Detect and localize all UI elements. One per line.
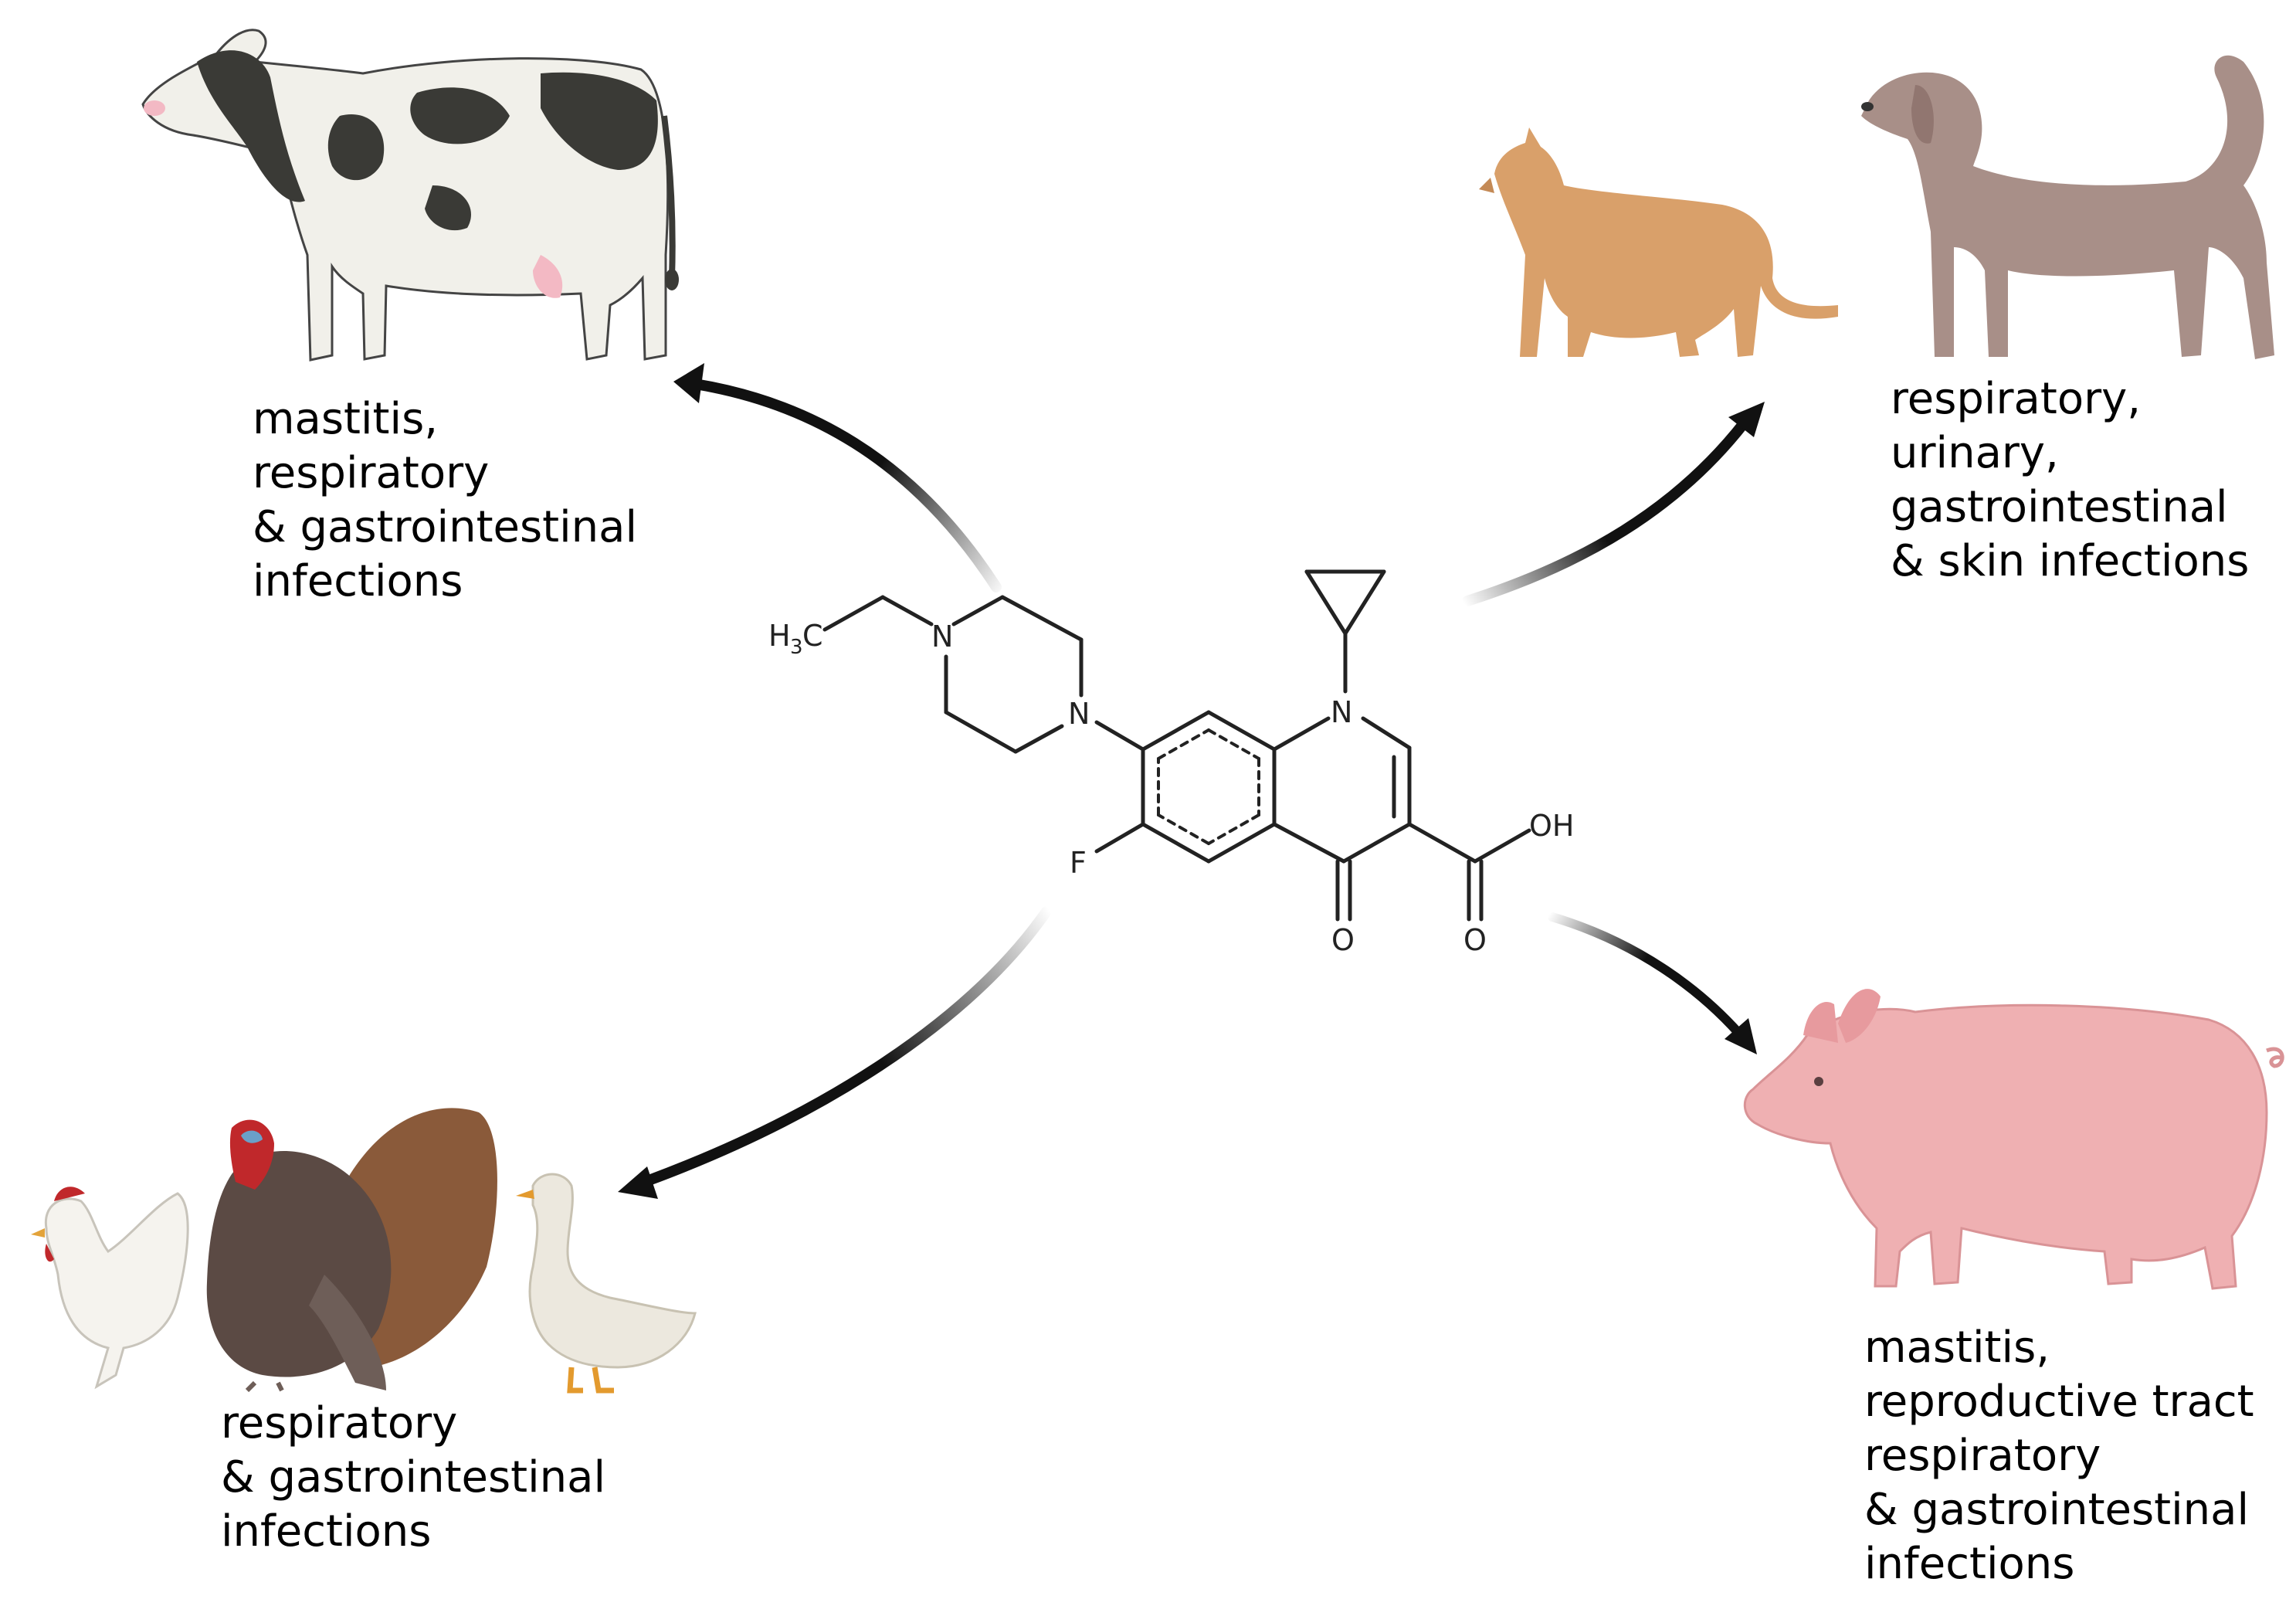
goose-icon (516, 1173, 697, 1394)
n-piperazine-top-label: N (931, 620, 953, 654)
cattle-line-2: respiratory (253, 448, 490, 498)
companion-line-3: gastrointestinal (1891, 482, 2228, 532)
cattle-line-1: mastitis, (253, 394, 439, 444)
n-quinolone-label: N (1331, 695, 1352, 729)
hydroxyl-label: OH (1529, 809, 1574, 843)
fluorine-label: F (1070, 846, 1087, 880)
methyl-h-label: H (768, 619, 791, 653)
companion-line-2: urinary, (1891, 428, 2059, 478)
arrow-to-poultry (618, 906, 1052, 1199)
swine-line-5: infections (1864, 1539, 2075, 1589)
swine-indications: mastitis, reproductive tract respiratory… (1864, 1321, 2254, 1591)
swine-line-1: mastitis, (1864, 1322, 2050, 1373)
companion-line-1: respiratory, (1891, 374, 2142, 424)
pig-icon (1743, 989, 2284, 1290)
turkey-icon (206, 1108, 497, 1393)
arrow-to-cattle (673, 363, 1002, 592)
companion-indications: respiratory, urinary, gastrointestinal &… (1891, 372, 2249, 589)
cattle-line-3: & gastrointestinal (253, 502, 638, 552)
swine-line-3: respiratory (1864, 1431, 2101, 1481)
poultry-line-1: respiratory (221, 1398, 458, 1448)
chicken-icon (31, 1187, 189, 1390)
methyl-c-label: C (802, 619, 823, 653)
cow-icon (141, 29, 679, 362)
poultry-indications: respiratory & gastrointestinal infection… (221, 1397, 605, 1559)
n-piperazine-bottom-label: N (1068, 697, 1090, 731)
poultry-line-3: infections (221, 1506, 432, 1557)
arrow-to-swine (1548, 912, 1757, 1054)
cattle-line-4: infections (253, 556, 463, 606)
companion-line-4: & skin infections (1891, 536, 2250, 586)
arrow-to-companion (1462, 402, 1765, 606)
poultry-line-2: & gastrointestinal (221, 1452, 606, 1502)
atom-labels: H 3 C N N N F O O OH (768, 619, 1574, 957)
swine-line-4: & gastrointestinal (1864, 1485, 2250, 1535)
cat-icon (1479, 127, 1838, 357)
swine-line-2: reproductive tract (1864, 1377, 2254, 1427)
keto-oxygen-label: O (1331, 923, 1355, 957)
enrofloxacin-structure (822, 569, 1531, 922)
dog-icon (1861, 55, 2274, 359)
cattle-indications: mastitis, respiratory & gastrointestinal… (253, 392, 637, 609)
methyl-subscript-label: 3 (790, 636, 803, 659)
acid-oxygen-label: O (1463, 923, 1487, 957)
